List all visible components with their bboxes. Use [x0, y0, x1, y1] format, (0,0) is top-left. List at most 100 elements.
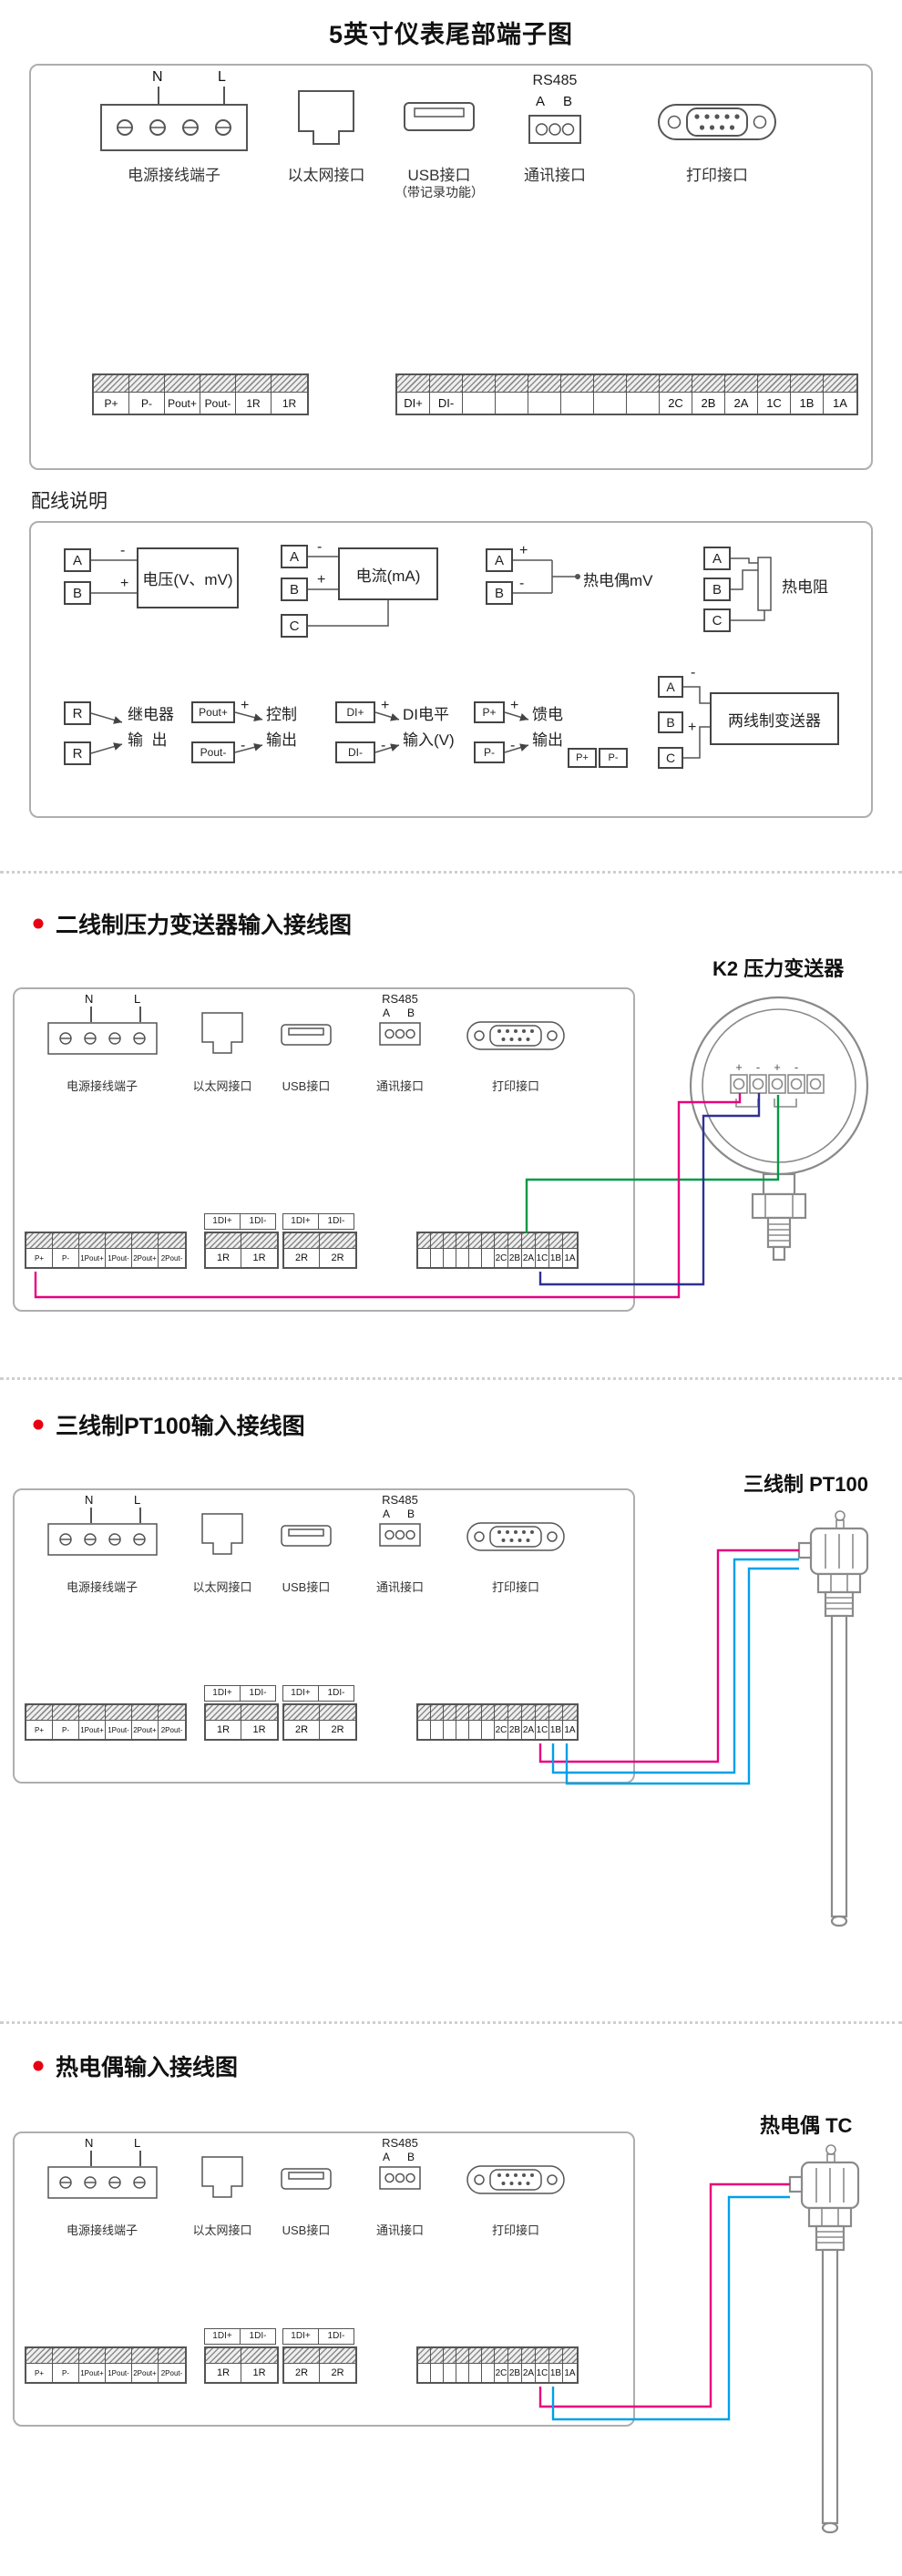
comm-port-label: 通讯接口: [524, 167, 586, 184]
power-terminal-icon: [47, 2166, 158, 2199]
terminal-cell: P-: [53, 1705, 79, 1739]
section-divider: [0, 871, 902, 874]
section-heading-text: 热电偶输入接线图: [56, 2055, 239, 2080]
terminal-strip-di1: 1R 1R: [204, 1232, 279, 1269]
usb-port-label: USB接口: [407, 167, 471, 184]
power-l-label: L: [134, 992, 141, 1006]
printer-port-label: 打印接口: [491, 1580, 539, 1594]
relay-note-label: 继电器: [128, 706, 174, 723]
note-terminal: DI+: [335, 701, 375, 723]
note-terminal: R: [64, 701, 91, 725]
rs485-title: RS485: [382, 1493, 418, 1507]
section-divider: [0, 1377, 902, 1380]
terminal-cell: 2C: [495, 1705, 508, 1739]
note-terminal: P+: [568, 748, 597, 768]
ctrl-note-label2: 输出: [266, 731, 297, 749]
printer-port-label: 打印接口: [686, 167, 748, 184]
terminal-strips: 1DI+ 1DI- 1DI+ 1DI- P+ P- 1Pout+ 1Pout- …: [15, 1213, 633, 1270]
device-label-k2: K2 压力变送器: [712, 957, 845, 980]
terminal-strip-right: 2C 2B 2A 1C 1B 1A: [416, 1232, 579, 1269]
terminal-cell: 1R: [241, 1705, 277, 1739]
pressure-transmitter-drawing: + - + -: [689, 996, 869, 1262]
di-header-cell: 1DI-: [240, 1213, 276, 1230]
note-terminal: B: [64, 581, 91, 605]
sign-minus: -: [317, 539, 323, 555]
rs485-a-label: A: [383, 1508, 391, 1520]
terminal-strip-di1: 1R 1R: [204, 1703, 279, 1741]
power-port-label: 电源接线端子: [66, 2223, 138, 2237]
section-divider: [0, 2021, 902, 2024]
section-heading-text: 三线制PT100输入接线图: [56, 1414, 305, 1439]
terminal-cell: [482, 1705, 495, 1739]
relay-note-label2: 输 出: [128, 731, 168, 749]
comm-port-label: 通讯接口: [375, 1580, 424, 1594]
terminal-cell: 1A: [563, 2348, 577, 2382]
power-terminal-icon: [47, 1022, 158, 1055]
sign-plus: +: [120, 576, 129, 591]
rs485-b-label: B: [563, 94, 573, 109]
terminal-strip-left: P+ P- Pout+ Pout- 1R 1R: [92, 373, 309, 415]
usb-port-label: USB接口: [282, 1079, 331, 1093]
power-n-line: [90, 1007, 92, 1022]
terminal-strip-right: 2C 2B 2A 1C 1B 1A: [416, 2346, 579, 2384]
power-port-label: 电源接线端子: [66, 1580, 138, 1594]
section-heading-text: 二线制压力变送器输入接线图: [56, 913, 353, 938]
di1-header: 1DI+ 1DI-: [204, 1685, 276, 1702]
page-title: 5英寸仪表尾部端子图: [328, 21, 574, 48]
terminal-strips: 1DI+ 1DI- 1DI+ 1DI- P+ P- 1Pout+ 1Pout- …: [15, 1685, 633, 1742]
note-terminal: B: [281, 578, 308, 601]
terminal-cell: [431, 1705, 444, 1739]
power-l-label: L: [134, 1493, 141, 1507]
rs485-b-label: B: [407, 2151, 415, 2163]
di-header-cell: 1DI-: [240, 2328, 276, 2345]
terminal-cell: 1R: [206, 1233, 241, 1267]
terminal-cell: 1B: [791, 375, 824, 414]
usb-port-sublabel: （带记录功能）: [395, 185, 484, 199]
power-l-label: L: [134, 2136, 141, 2150]
ethernet-port-label: 以太网接口: [287, 167, 365, 184]
power-n-line: [158, 87, 159, 104]
terminal-cell: DI+: [397, 375, 430, 414]
terminal-cell: 1R: [241, 1233, 277, 1267]
terminal-cell: [418, 2348, 431, 2382]
terminal-strip-di2: 2R 2R: [282, 1703, 357, 1741]
terminal-cell: [627, 375, 660, 414]
di-header-cell: 1DI+: [204, 2328, 241, 2345]
terminal-cell: [456, 1233, 469, 1267]
note-terminal: C: [703, 608, 731, 632]
ethernet-port-icon: [298, 90, 354, 145]
red-bullet-icon: [33, 918, 44, 929]
sign-minus: -: [381, 738, 386, 753]
terminal-cell: P+: [26, 1705, 53, 1739]
rs485-terminal-icon: [528, 115, 581, 144]
terminal-cell: [444, 1233, 456, 1267]
power-l-label: L: [218, 69, 226, 85]
terminal-cell: P-: [53, 2348, 79, 2382]
di-header-cell: 1DI+: [282, 1685, 319, 1702]
terminal-cell: 2Pout+: [132, 1233, 159, 1267]
tc-probe-drawing: [788, 2144, 860, 2534]
di-header-cell: 1DI+: [204, 1213, 241, 1230]
rs485-terminal-icon: [379, 1022, 421, 1046]
terminal-strip-right: DI+ DI- 2C 2B 2A 1C 1B 1A: [395, 373, 858, 415]
terminal-cell: [431, 1233, 444, 1267]
ethernet-port-icon: [201, 2156, 243, 2198]
power-n-label: N: [85, 992, 94, 1006]
sign-minus: -: [120, 543, 126, 558]
di-header-cell: 1DI-: [240, 1685, 276, 1702]
terminal-cell: 1R: [241, 2348, 277, 2382]
terminal-cell: 1C: [536, 1233, 549, 1267]
di-note-label: DI电平: [403, 706, 449, 723]
terminal-cell: 1Pout+: [79, 1705, 106, 1739]
tc-note-label: 热电偶mV: [583, 572, 653, 589]
terminal-cell: 2Pout+: [132, 1705, 159, 1739]
section-heading-thermocouple: 热电偶输入接线图: [33, 2050, 238, 2082]
rear-panel-pt100: N L 电源接线端子 以太网接口 USB接口 RS485 A B 通讯接口 打印…: [13, 1488, 635, 1784]
ethernet-port-label: 以太网接口: [192, 1079, 252, 1093]
note-terminal: A: [703, 547, 731, 570]
note-terminal: P-: [599, 748, 628, 768]
device-label-pt100: 三线制 PT100: [743, 1473, 868, 1496]
usb-port-icon: [404, 102, 475, 131]
rs485-b-label: B: [407, 1007, 415, 1019]
terminal-cell: [418, 1705, 431, 1739]
